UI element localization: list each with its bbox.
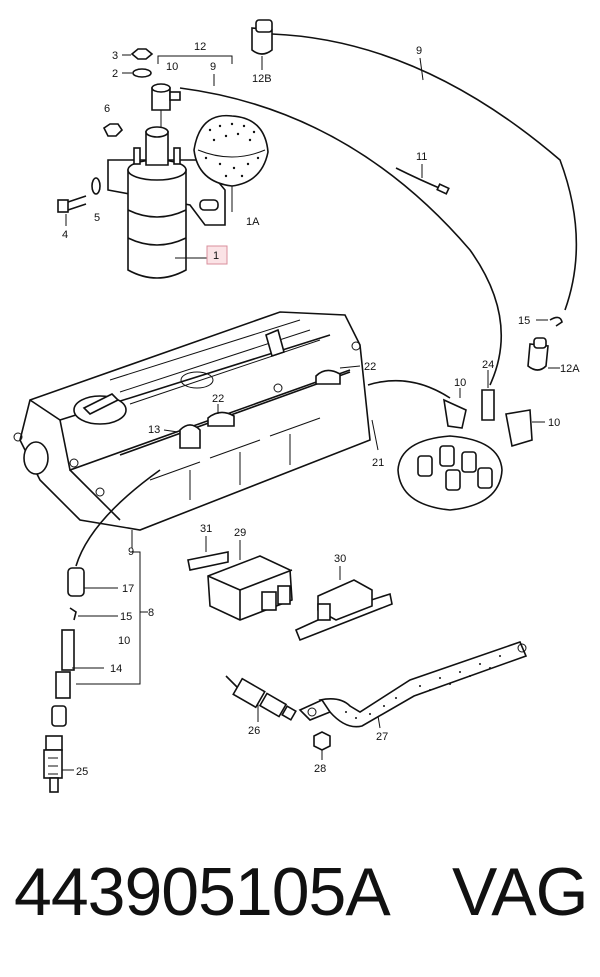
label-22: 22 (364, 361, 376, 373)
label-10: 10 (548, 417, 560, 429)
label-12: 12 (194, 41, 206, 53)
label-15: 15 (518, 315, 530, 327)
distributor-cap (397, 435, 503, 511)
spark-plug-wire (75, 469, 161, 567)
clip-22a (315, 369, 341, 385)
bolt (57, 195, 87, 226)
label-1-box (206, 245, 228, 265)
clip-22b (207, 411, 235, 427)
label-1a: 1A (246, 216, 260, 228)
label-14: 14 (110, 663, 122, 675)
wire-connector-12b (251, 19, 273, 70)
label-10: 10 (454, 377, 466, 389)
label-11: 11 (416, 151, 427, 163)
label-17: 17 (122, 583, 134, 595)
label-6: 6 (104, 103, 110, 115)
spark-plug-connector (55, 551, 141, 699)
label-9: 9 (128, 546, 134, 558)
hex-nut (122, 48, 154, 60)
label-12a: 12A (560, 363, 580, 375)
label-10: 10 (166, 61, 178, 73)
wire-end-10-right (505, 409, 533, 448)
label-24: 24 (482, 359, 494, 371)
label-8: 8 (148, 607, 154, 619)
washer (122, 68, 152, 78)
connector-24 (481, 389, 495, 421)
bracket-31 (187, 551, 229, 571)
ignition-coil (107, 126, 226, 279)
label-21: 21 (372, 457, 384, 469)
nut-6 (102, 123, 124, 137)
label-28: 28 (314, 763, 326, 775)
brand-name: VAG (452, 854, 589, 930)
footer: 443905105A VAG (0, 850, 600, 970)
label-13: 13 (148, 424, 160, 436)
label-31: 31 (200, 523, 212, 535)
wire-end-10-left (442, 398, 467, 429)
ground-strap (298, 641, 528, 729)
label-2: 2 (112, 68, 118, 80)
label-9: 9 (210, 61, 216, 73)
label-10: 10 (118, 635, 130, 647)
coil-terminal-cap (151, 83, 181, 128)
sensor-26 (225, 675, 297, 722)
ignition-wire-coil (179, 87, 503, 386)
label-5: 5 (94, 212, 100, 224)
nut-28 (313, 731, 331, 760)
cable-tie (395, 164, 450, 195)
label-25: 25 (76, 766, 88, 778)
label-4: 4 (62, 229, 68, 241)
relay-29 (207, 540, 293, 621)
clip-13 (179, 424, 201, 449)
label-22: 22 (212, 393, 224, 405)
label-26: 26 (248, 725, 260, 737)
part-number: 443905105A (14, 854, 391, 930)
spark-plug (43, 705, 74, 793)
relay-30 (294, 566, 393, 642)
label-1: 1 (213, 250, 219, 262)
label-9: 9 (416, 45, 422, 57)
label-27: 27 (376, 731, 388, 743)
washer-5 (91, 177, 101, 195)
bracket-12 (157, 55, 233, 64)
tube-21 (367, 379, 451, 399)
label-29: 29 (234, 527, 246, 539)
ignition-wire-main (271, 33, 578, 311)
label-30: 30 (334, 553, 346, 565)
exploded-parts-diagram: 3 2 12 10 9 12B 9 6 11 5 4 1A 1 15 12A 2… (13, 19, 580, 793)
label-15: 15 (120, 611, 132, 623)
cylinder-head (13, 311, 371, 531)
coil-cover (193, 114, 269, 212)
label-3: 3 (112, 50, 118, 62)
label-12b: 12B (252, 73, 272, 85)
wire-connector-12a (527, 337, 560, 371)
clip-15 (549, 316, 563, 327)
